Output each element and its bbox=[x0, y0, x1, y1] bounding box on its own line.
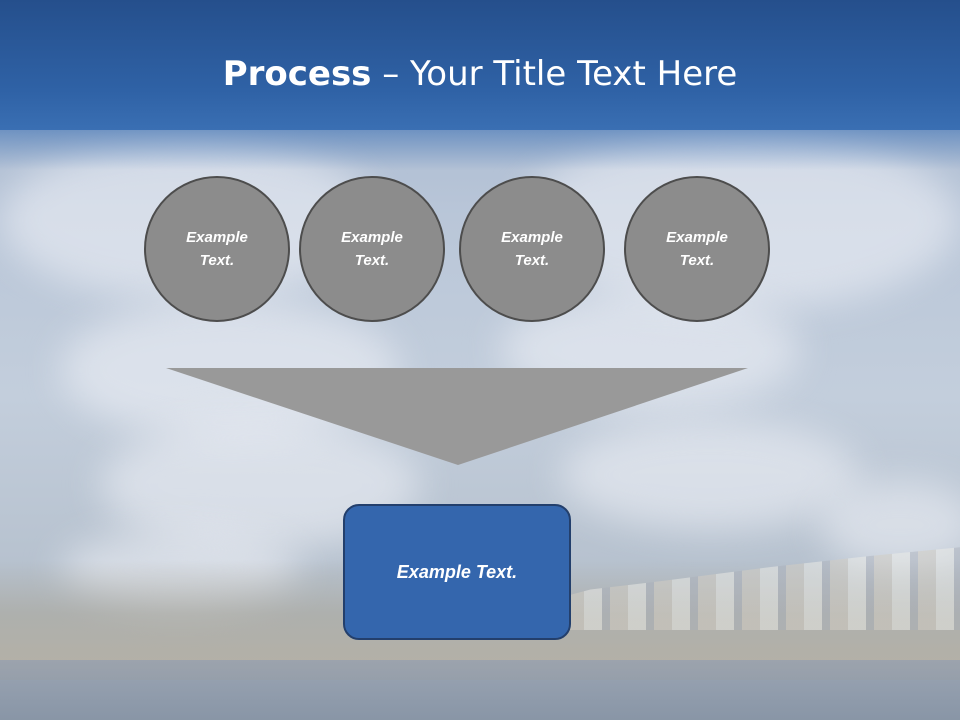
slide-title[interactable]: Process – Your Title Text Here bbox=[0, 52, 960, 96]
result-text: Example Text. bbox=[396, 561, 518, 582]
slide-title-rest: – Your Title Text Here bbox=[371, 54, 738, 94]
title-banner-fade bbox=[0, 130, 960, 170]
background-cloud bbox=[560, 420, 860, 530]
title-banner bbox=[0, 0, 960, 130]
slide-title-bold: Process bbox=[222, 54, 372, 94]
background-sea bbox=[0, 660, 960, 720]
funnel-triangle[interactable] bbox=[166, 368, 748, 466]
result-box[interactable]: Example Text. bbox=[343, 504, 571, 640]
funnel-shape bbox=[166, 368, 748, 465]
